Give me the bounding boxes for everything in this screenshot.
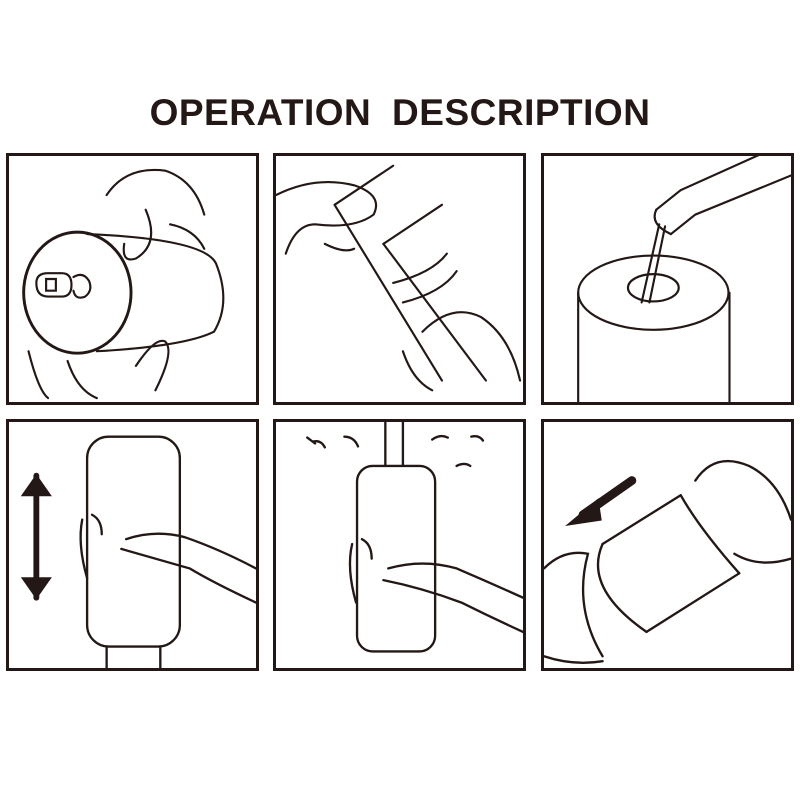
step-6-panel [541, 419, 794, 671]
step-1-panel [6, 153, 259, 405]
rinse-illustration [306, 422, 523, 653]
step-5-panel [273, 419, 526, 671]
remove-sleeve-illustration [544, 459, 791, 664]
step-2-panel [273, 153, 526, 405]
step-3-panel [541, 153, 794, 405]
twist-sleeve-illustration [276, 164, 522, 392]
page-title: OPERATION DESCRIPTION [149, 92, 651, 133]
open-cap-illustration [22, 168, 225, 400]
step-4-panel [6, 419, 259, 671]
add-lubricant-illustration [577, 156, 791, 402]
up-down-motion-illustration [20, 435, 256, 668]
